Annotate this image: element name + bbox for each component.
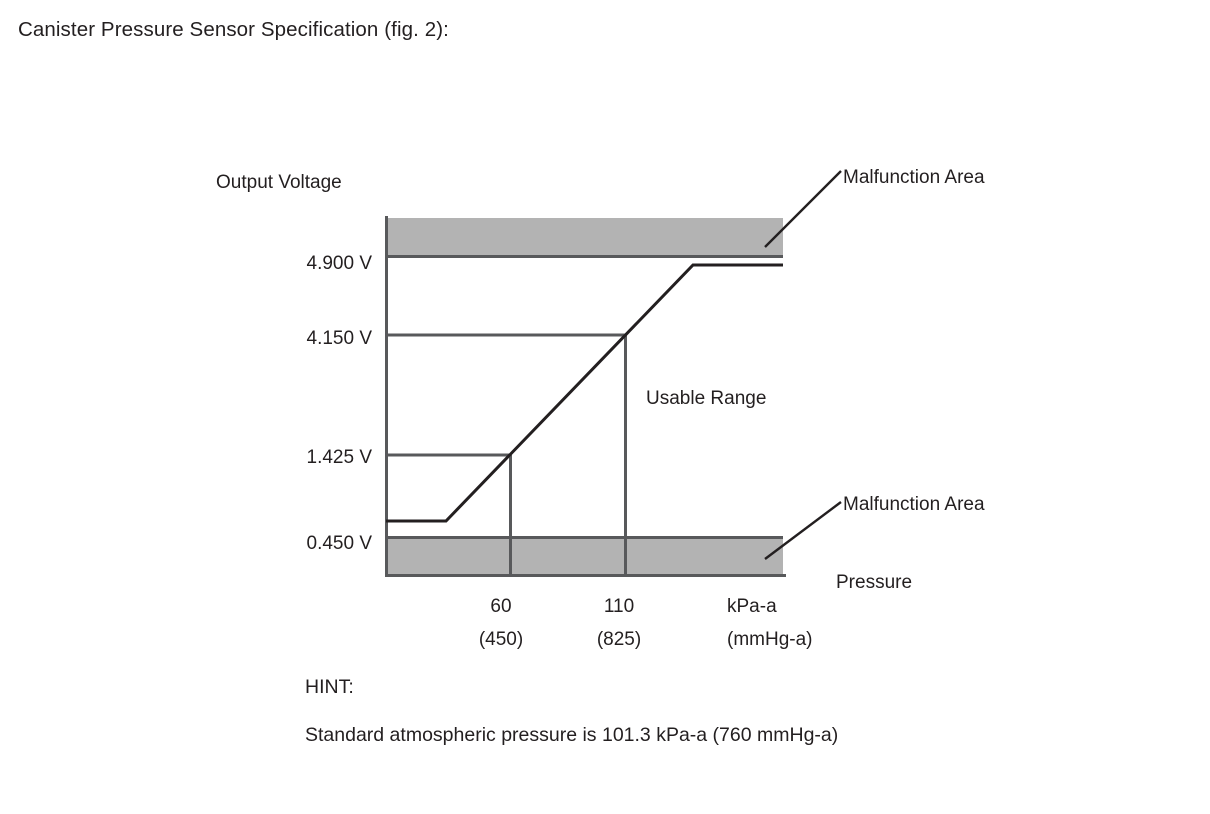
annotation-malfunction-upper: Malfunction Area xyxy=(843,167,985,188)
x-tick-label-60: 60 xyxy=(490,596,511,617)
leader-line-malfunction-lower xyxy=(764,501,842,560)
y-tick-label-1425v: 1.425 V xyxy=(307,447,373,468)
y-axis-title: Output Voltage xyxy=(216,172,342,193)
x-tick-label-825: (825) xyxy=(597,629,641,650)
y-tick-label-0450v: 0.450 V xyxy=(307,533,373,554)
annotation-malfunction-lower: Malfunction Area xyxy=(843,494,985,515)
hint-body: Standard atmospheric pressure is 101.3 k… xyxy=(305,724,839,746)
y-tick-label-4150v: 4.150 V xyxy=(307,328,373,349)
annotation-usable-range: Usable Range xyxy=(646,388,766,409)
x-unit-label-mmhg: (mmHg-a) xyxy=(727,629,813,650)
hint-heading: HINT: xyxy=(305,676,354,698)
x-tick-label-450: (450) xyxy=(479,629,523,650)
x-tick-label-110: 110 xyxy=(604,596,634,617)
sensor-output-curve xyxy=(386,263,783,523)
x-unit-label-kpa: kPa-a xyxy=(727,596,777,617)
x-axis-title: Pressure xyxy=(836,572,912,593)
leader-line-malfunction-upper xyxy=(764,170,842,248)
malfunction-band-upper xyxy=(386,218,783,256)
malfunction-band-lower xyxy=(386,538,783,576)
page-title: Canister Pressure Sensor Specification (… xyxy=(18,18,449,41)
y-tick-label-4900v: 4.900 V xyxy=(307,253,373,274)
